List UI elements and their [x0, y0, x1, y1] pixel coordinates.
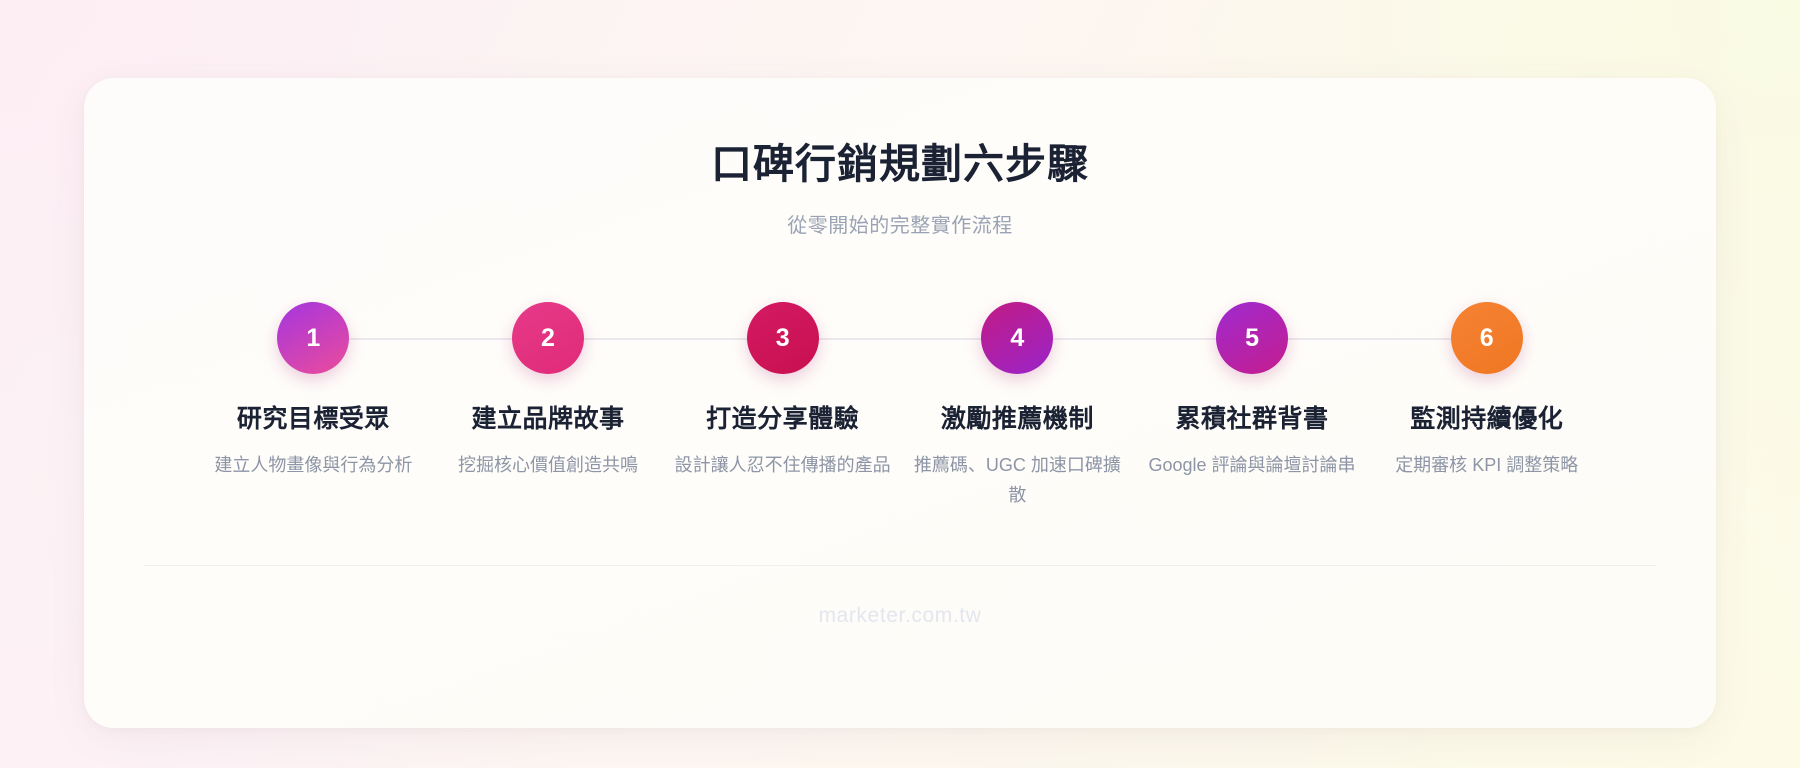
step-description: 設計讓人忍不住傳播的產品 [674, 455, 891, 476]
step-number-badge[interactable]: 3 [746, 302, 819, 375]
step-description: 建立人物畫像與行為分析 [214, 455, 413, 476]
page-title: 口碑行銷規劃六步驟 [711, 141, 1089, 187]
step-title: 監測持續優化 [1410, 405, 1564, 434]
step-number: 4 [1010, 323, 1025, 352]
step-number: 2 [541, 323, 555, 352]
step-description: 定期審核 KPI 調整策略 [1395, 455, 1579, 476]
step-number: 6 [1479, 323, 1494, 352]
step-description: 推薦碼、UGC 加速口碑擴散 [913, 455, 1121, 506]
step-number-badge[interactable]: 2 [512, 302, 584, 375]
card-header: 口碑行銷規劃六步驟 從零開始的完整實作流程 [84, 78, 1716, 238]
step-title: 打造分享體驗 [706, 405, 860, 434]
timeline-track-line [336, 338, 1464, 341]
step-title: 激勵推薦機制 [940, 405, 1094, 434]
step-item[interactable]: 6 監測持續優化定期審核 KPI 調整策略 [1369, 294, 1604, 511]
step-number-badge[interactable]: 6 [1450, 302, 1523, 375]
footer-divider [144, 564, 1656, 566]
step-title: 建立品牌故事 [471, 405, 625, 434]
step-number: 3 [775, 323, 790, 352]
infographic-card: 口碑行銷規劃六步驟 從零開始的完整實作流程 1 研究目標受眾建立人物畫像與行為分析… [84, 78, 1716, 728]
step-description: 挖掘核心價值創造共鳴 [458, 455, 638, 476]
step-item[interactable]: 3 打造分享體驗設計讓人忍不住傳播的產品 [665, 294, 900, 511]
step-number: 5 [1245, 323, 1259, 352]
step-title: 研究目標受眾 [236, 405, 390, 434]
step-number: 1 [306, 323, 321, 352]
step-description: Google 評論與論壇討論串 [1148, 455, 1356, 476]
step-item[interactable]: 2 建立品牌故事挖掘核心價值創造共鳴 [431, 294, 666, 511]
steps-container: 1 研究目標受眾建立人物畫像與行為分析 2 建立品牌故事挖掘核心價值創造共鳴 3 打造分享… [196, 294, 1604, 511]
step-number-badge[interactable]: 4 [981, 302, 1054, 375]
step-number-badge[interactable]: 5 [1216, 302, 1289, 375]
step-item[interactable]: 1 研究目標受眾建立人物畫像與行為分析 [196, 294, 431, 511]
step-title: 累積社群背書 [1175, 405, 1329, 434]
step-number-badge[interactable]: 1 [277, 302, 350, 375]
step-item[interactable]: 4 激勵推薦機制推薦碼、UGC 加速口碑擴散 [900, 294, 1135, 511]
watermark: marketer.com.tw [818, 603, 982, 627]
step-item[interactable]: 5 累積社群背書 Google 評論與論壇討論串 [1135, 294, 1370, 511]
page-subtitle: 從零開始的完整實作流程 [787, 215, 1013, 238]
steps-timeline: 1 研究目標受眾建立人物畫像與行為分析 2 建立品牌故事挖掘核心價值創造共鳴 3 打造分享… [84, 294, 1716, 511]
